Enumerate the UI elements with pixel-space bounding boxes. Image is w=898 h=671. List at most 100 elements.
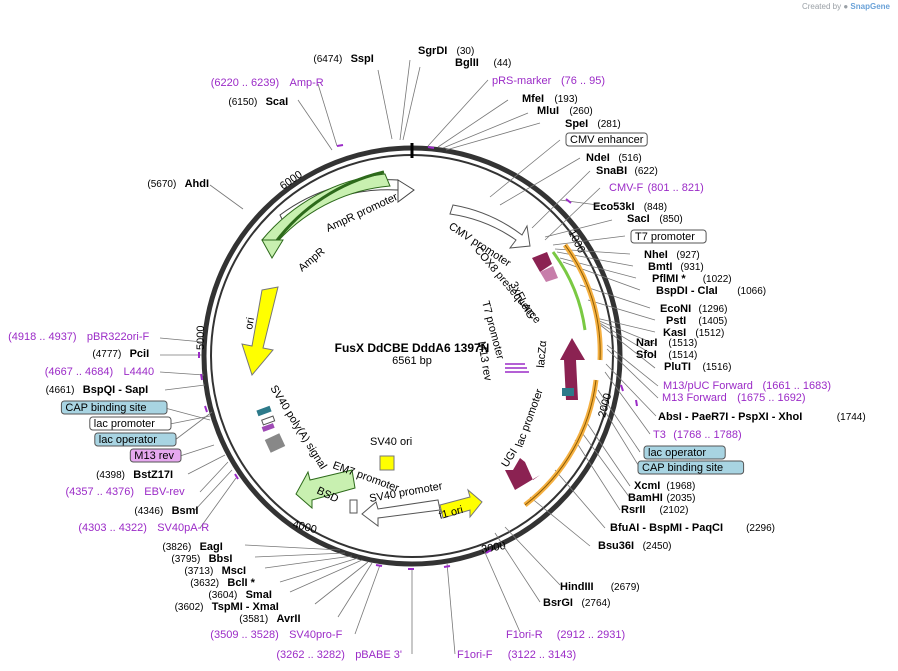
feature-label-box: [630, 229, 707, 244]
enzyme-name: BfuAI - BspMI - PaqCI: [610, 522, 723, 534]
right-label-20: NarI (1513): [636, 337, 697, 349]
position-label: (1296): [699, 304, 728, 315]
left-label-17: BbsI(3795): [171, 553, 232, 565]
enzyme-name: ScaI: [266, 96, 289, 108]
position-label: (4303 .. 4322): [78, 522, 146, 534]
left-label-15: SV40pA-R(4303 .. 4322): [78, 522, 209, 534]
feature-label-box: [94, 432, 177, 447]
enzyme-name: BclI *: [227, 577, 255, 589]
enzyme-name: SspI: [351, 53, 374, 65]
right-label-24: M13 Forward(1675 .. 1692): [662, 392, 806, 404]
left-label-13: EBV-rev (4357 .. 4376): [66, 486, 186, 498]
enzyme-name: BbsI: [209, 553, 233, 565]
right-label-12: T7 promoter: [630, 229, 707, 244]
position-label: (2679): [611, 582, 640, 593]
feature-label-box: [60, 400, 168, 415]
right-label-1: BglII(44): [455, 57, 511, 69]
enzyme-name: PstI: [666, 315, 686, 327]
position-label: (6474): [313, 54, 342, 65]
primer-name: EBV-rev: [144, 486, 185, 498]
right-label-29: XcmI(1968): [634, 480, 695, 492]
left-label-10: lac operator: [94, 432, 177, 447]
f1-ori-arrow: [439, 488, 483, 519]
position-label: (848): [644, 202, 667, 213]
ori-label: ori: [243, 316, 257, 330]
right-label-27: lac operator: [643, 445, 726, 460]
flag-label: 3xFLAG: [507, 280, 537, 321]
enzyme-name: NarI: [636, 337, 657, 349]
left-label-23: SV40pro-F(3509 .. 3528): [210, 629, 342, 641]
primer-marks: [198, 144, 638, 570]
enzyme-name: PflMI *: [652, 273, 686, 285]
right-label-8: SnaBI(622): [596, 165, 658, 177]
right-label-35: BsrGI(2764): [543, 597, 610, 609]
lac-marks: [562, 388, 574, 396]
enzyme-name: KasI: [663, 327, 686, 339]
enzyme-name: BstZ17I: [133, 469, 173, 481]
right-label-18: PstI(1405): [666, 315, 727, 327]
primer-name: SV40pro-F: [289, 629, 342, 641]
right-label-33: Bsu36I(2450): [598, 540, 672, 552]
left-label-12: BstZ17I (4398): [96, 469, 173, 481]
position-label: (3604): [208, 590, 237, 601]
position-label: (1513): [668, 338, 697, 349]
ampr-orf-line: [273, 170, 385, 244]
position-label: (2296): [746, 523, 775, 534]
feature-label-box: [643, 445, 726, 460]
right-label-14: BmtI(931): [648, 261, 704, 273]
right-label-34: HindIII(2679): [560, 581, 640, 593]
position-label: (1675 .. 1692): [737, 392, 806, 404]
position-label: (1022): [703, 274, 732, 285]
enzyme-name: RsrII: [621, 504, 645, 516]
feature-label-box: [565, 132, 648, 147]
primer-name: pBABE 3': [355, 649, 402, 661]
ampr-head: [261, 239, 284, 259]
right-label-5: SpeI(281): [565, 118, 621, 130]
enzyme-name: BsrGI: [543, 597, 573, 609]
cds-arc-lower-line: [524, 379, 597, 506]
feature-name: lac operator: [99, 434, 157, 446]
sv40-promoter-arrow: [361, 499, 441, 527]
enzyme-name: AvrII: [277, 613, 301, 625]
position-label: (193): [554, 94, 577, 105]
sv40-polya-label: SV40 poly(A) signal: [267, 383, 328, 471]
left-label-2: ScaI(6150): [228, 96, 288, 108]
right-label-7: NdeI(516): [586, 152, 642, 164]
enzyme-name: AhdI: [185, 178, 209, 190]
position-label: (3826): [162, 542, 191, 553]
right-label-25: AbsI - PaeR7I - PspXI - XhoI(1744): [658, 411, 866, 423]
enzyme-name: Eco53kI: [593, 201, 635, 213]
right-label-22: PluTI(1516): [664, 361, 731, 373]
sv40-polya-mark: [256, 405, 272, 417]
enzyme-name: SacI: [627, 213, 650, 225]
left-label-18: MscI(3713): [184, 565, 246, 577]
snapgene-credit: Created by ● SnapGene: [802, 2, 890, 11]
feature-name: CAP binding site: [65, 402, 146, 414]
enzyme-name: PciI: [130, 348, 150, 360]
enzyme-name: MscI: [222, 565, 246, 577]
left-label-4: pBR322ori-F(4918 .. 4937): [8, 331, 149, 343]
cds-arc-upper-line: [564, 244, 601, 361]
position-label: (801 .. 821): [648, 182, 704, 194]
cox8-mark: [532, 252, 552, 272]
position-label: (4777): [92, 349, 121, 360]
left-label-column: SspI(6474)Amp-R(6220 .. 6239)ScaI(6150)A…: [8, 53, 402, 661]
position-label: (1512): [695, 328, 724, 339]
feature-label-box: [89, 416, 172, 431]
feature-label-box: [637, 460, 745, 475]
enzyme-name: SfoI: [636, 349, 657, 361]
right-label-19: KasI (1512): [663, 327, 724, 339]
position-label: (4398): [96, 470, 125, 481]
left-label-19: BclI *(3632): [190, 577, 255, 589]
enzyme-name: TspMI - XmaI: [212, 601, 279, 613]
primer-name: T3: [653, 429, 666, 441]
position-label: (931): [680, 262, 703, 273]
enzyme-name: NheI: [644, 249, 668, 261]
left-label-5: PciI (4777): [92, 348, 149, 360]
left-label-8: CAP binding site: [60, 400, 168, 415]
left-label-16: EagI(3826): [162, 541, 222, 553]
right-label-32: BfuAI - BspMI - PaqCI (2296): [610, 522, 775, 534]
position-label: (4357 .. 4376): [66, 486, 135, 498]
leader-lines: [159, 59, 659, 655]
position-label: (1968): [666, 481, 695, 492]
